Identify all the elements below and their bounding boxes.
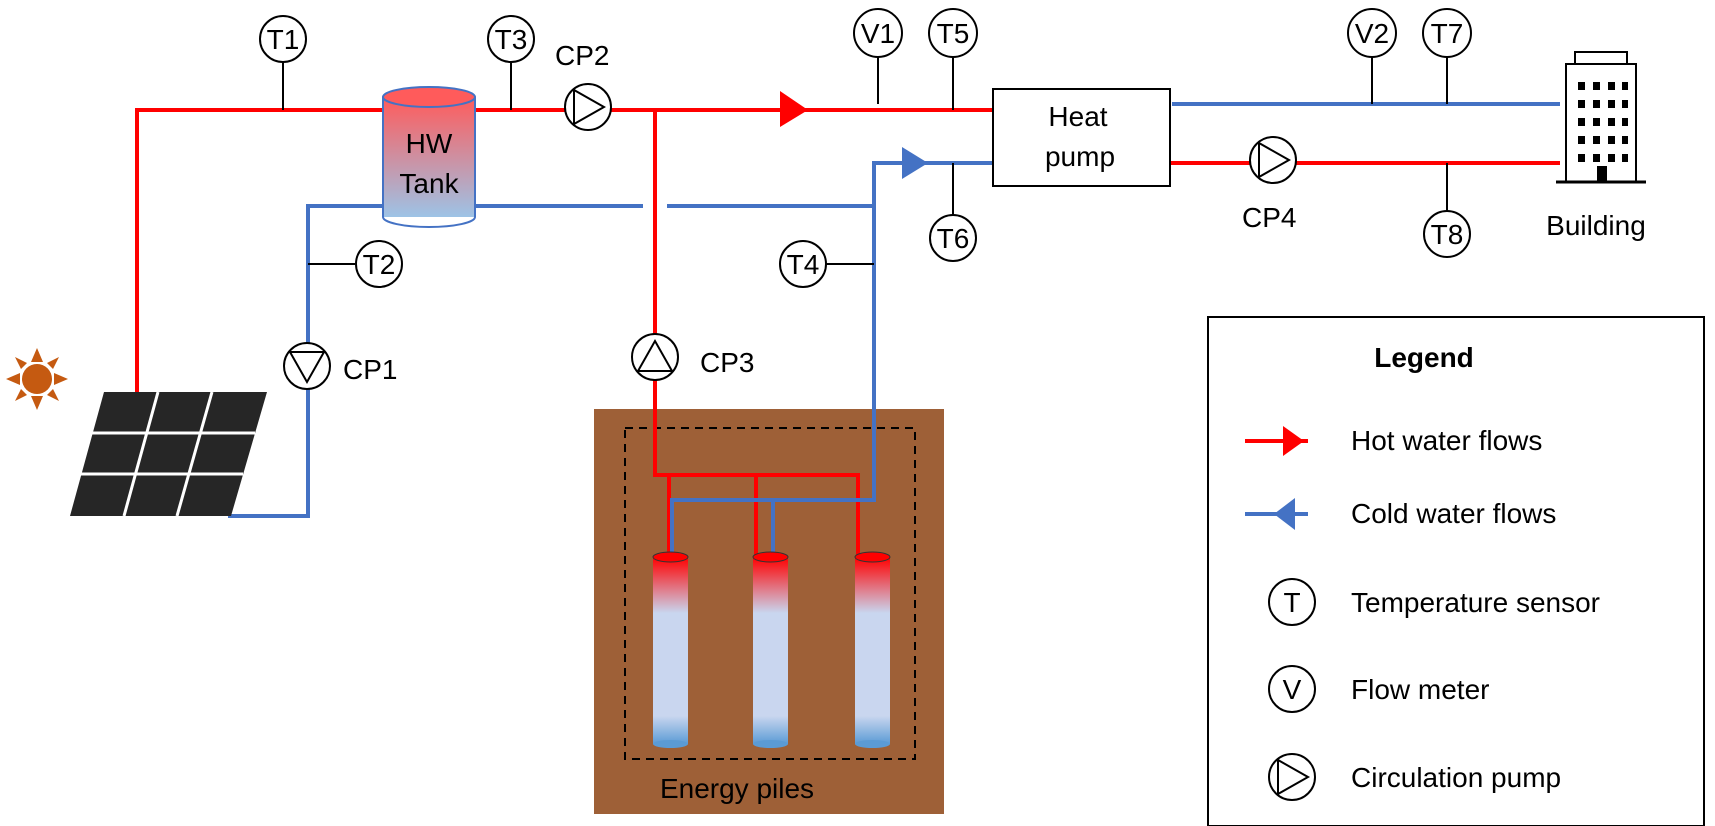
energy-pile-3 [854,551,891,748]
cold-flow-arrow [902,147,928,179]
building-icon [1556,51,1646,184]
hot-water-tank: HW Tank [382,86,476,228]
pump-cp3 [631,333,679,381]
sensor-t7: T7 [1422,8,1472,58]
pump-cp2-label: CP2 [555,40,609,71]
svg-text:V: V [1283,674,1302,705]
solar-panel [70,391,267,517]
heat-pump: Heat pump [992,88,1171,187]
sensor-t2: T2 [355,240,403,288]
pump-cp1 [283,342,331,390]
legend-title: Legend [1374,342,1474,373]
sensor-t4: T4 [779,240,827,288]
sensor-t5: T5 [928,8,978,58]
energy-pile-1 [652,551,689,748]
energy-pile-2 [752,551,789,748]
legend-pump-symbol [1268,753,1316,801]
sensor-v1: V1 [853,8,903,58]
hot-flow-arrow [780,91,808,127]
tank-label-line2: Tank [399,168,459,199]
heat-pump-label-line2: pump [1045,141,1115,172]
svg-text:T6: T6 [937,223,970,254]
legend-hot-arrow [1283,426,1304,456]
sensor-t1: T1 [259,15,307,63]
hot-water-pipes [135,108,1560,555]
legend-cold-label: Cold water flows [1351,498,1556,529]
cold-pipe-piles-return [667,161,993,208]
legend-flow-label: Flow meter [1351,674,1489,705]
legend-temperature-symbol: T [1268,578,1316,626]
sensor-v2: V2 [1347,8,1397,58]
pump-cp2 [564,83,612,131]
legend-pump-label: Circulation pump [1351,762,1561,793]
svg-text:T2: T2 [363,249,396,280]
legend-cold-arrow [1274,498,1295,530]
legend-hot-label: Hot water flows [1351,425,1542,456]
pump-cp4-label: CP4 [1242,202,1296,233]
svg-text:T8: T8 [1431,219,1464,250]
heat-pump-label-line1: Heat [1048,101,1107,132]
hot-pipe-solar-to-tank [135,108,383,392]
svg-text:T5: T5 [937,18,970,49]
svg-text:T7: T7 [1431,18,1464,49]
energy-piles-label: Energy piles [660,773,814,804]
building-label: Building [1546,210,1646,241]
svg-text:V2: V2 [1355,18,1389,49]
tank-label-line1: HW [406,128,453,159]
sensor-stems [282,57,1448,265]
legend-temperature-label: Temperature sensor [1351,587,1600,618]
pump-cp1-label: CP1 [343,354,397,385]
svg-text:T: T [1283,587,1300,618]
pump-cp4 [1249,136,1297,184]
svg-text:T3: T3 [495,24,528,55]
legend: Legend Hot water flows Cold water flows … [1207,316,1705,826]
sensor-t8: T8 [1423,210,1471,258]
sensor-t6: T6 [929,214,977,262]
sun-icon [6,348,68,410]
pile-boundary [624,427,916,760]
sensor-t3: T3 [487,15,535,63]
pump-cp3-label: CP3 [700,347,754,378]
svg-text:T4: T4 [787,249,820,280]
svg-text:T1: T1 [267,24,300,55]
svg-text:V1: V1 [861,18,895,49]
legend-flow-symbol: V [1268,665,1316,713]
